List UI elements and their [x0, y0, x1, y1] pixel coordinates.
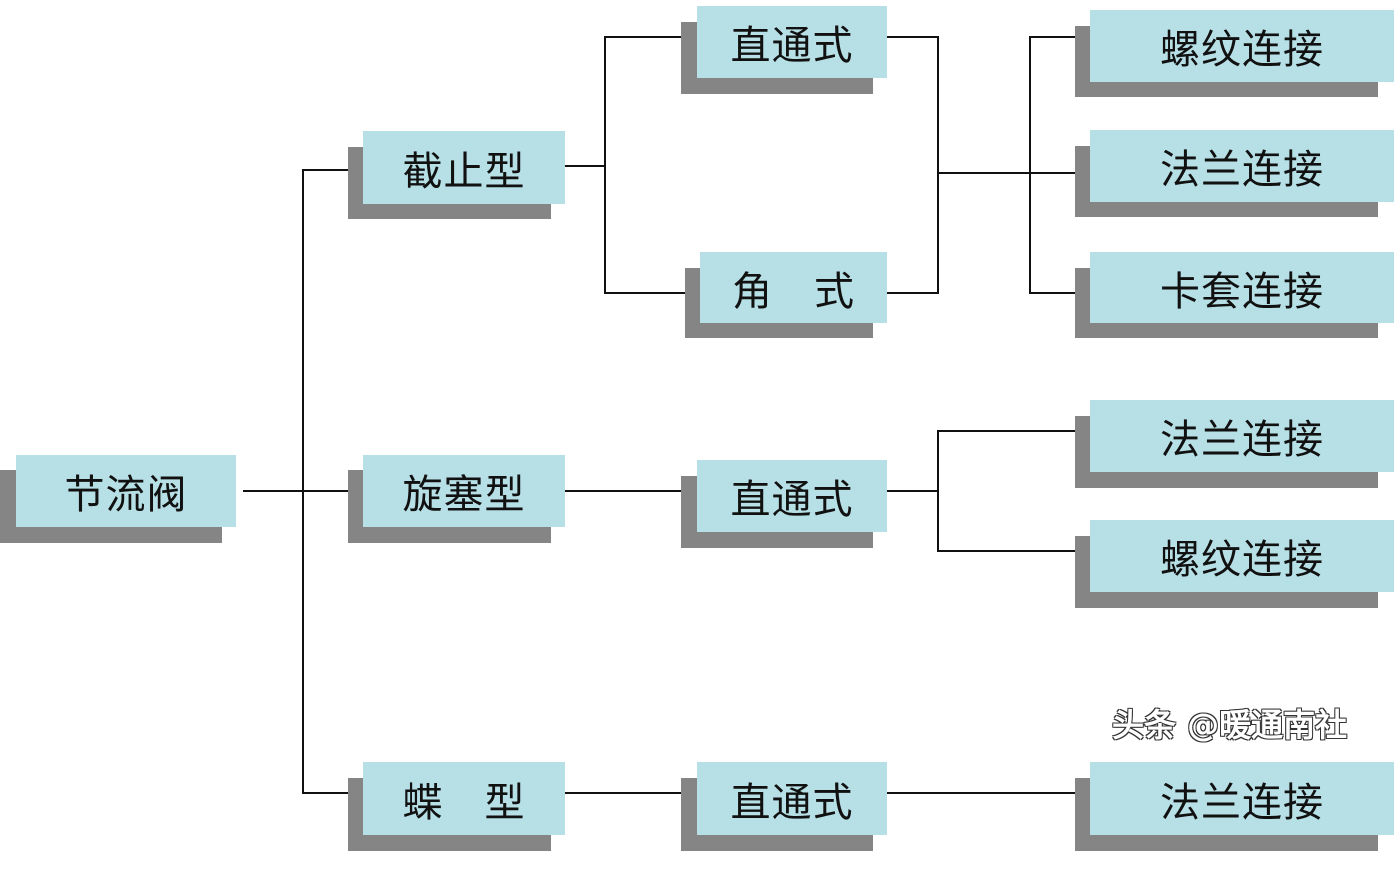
- connector: [937, 430, 939, 552]
- connector: [937, 36, 939, 294]
- node-threaded-connection: 螺纹连接: [1090, 10, 1394, 82]
- connector: [887, 490, 939, 492]
- connector: [604, 292, 700, 294]
- connector: [887, 792, 1090, 794]
- node-flange-connection: 法兰连接: [1090, 400, 1394, 472]
- connector: [604, 36, 606, 294]
- connector: [565, 165, 605, 167]
- connector: [604, 36, 697, 38]
- connector: [1029, 292, 1090, 294]
- node-ferrule-connection: 卡套连接: [1090, 252, 1394, 323]
- node-cutoff-angle: 角 式: [700, 252, 887, 323]
- connector: [887, 36, 939, 38]
- node-cutoff-type: 截止型: [363, 131, 565, 204]
- node-plug-type: 旋塞型: [363, 455, 565, 527]
- node-butterfly-type: 蝶 型: [363, 762, 565, 835]
- connector: [937, 430, 1090, 432]
- connector: [565, 490, 697, 492]
- connector: [1029, 36, 1031, 294]
- connector: [243, 490, 303, 492]
- connector: [1029, 36, 1090, 38]
- connector: [937, 172, 1030, 174]
- connector: [302, 490, 363, 492]
- connector: [1029, 172, 1090, 174]
- node-flange-connection: 法兰连接: [1090, 130, 1394, 202]
- node-throttle-valve: 节流阀: [16, 455, 236, 527]
- connector: [887, 292, 939, 294]
- node-plug-straight: 直通式: [697, 460, 887, 532]
- node-butterfly-straight: 直通式: [697, 762, 887, 835]
- node-flange-connection: 法兰连接: [1090, 762, 1394, 835]
- watermark: 头条 @暖通南社: [1112, 706, 1348, 744]
- node-cutoff-straight: 直通式: [697, 6, 887, 78]
- connector: [302, 169, 304, 794]
- connector: [937, 550, 1090, 552]
- connector: [565, 792, 697, 794]
- node-threaded-connection: 螺纹连接: [1090, 520, 1394, 592]
- connector: [302, 169, 363, 171]
- connector: [302, 792, 363, 794]
